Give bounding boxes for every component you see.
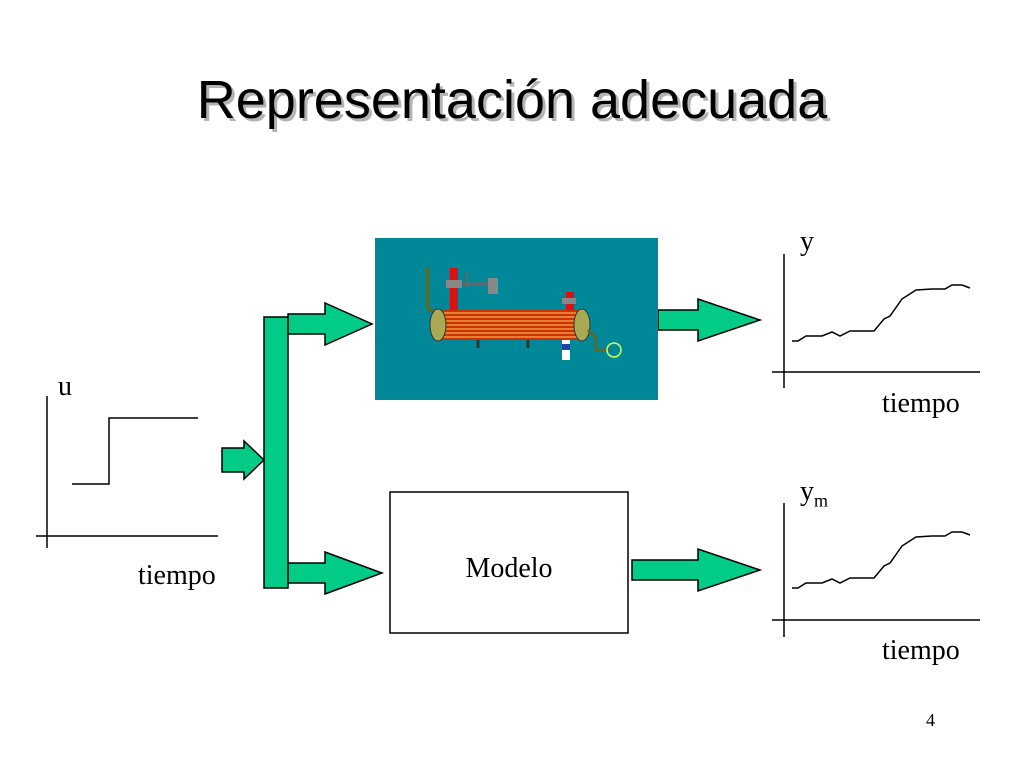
plant-output-axis-label: y <box>800 226 814 257</box>
input-arrow <box>221 439 266 481</box>
model-output-time-label: tiempo <box>882 635 960 666</box>
arrow-plant-output <box>657 297 763 343</box>
plant-output-plot <box>772 254 980 388</box>
input-step-plot <box>36 396 218 548</box>
model-block <box>389 491 629 634</box>
arrow-to-model <box>287 550 385 596</box>
model-output-axis-subscript: m <box>814 490 829 511</box>
input-time-label: tiempo <box>138 560 216 591</box>
model-output-axis-label: ym <box>800 476 828 517</box>
plant-output-time-label: tiempo <box>882 388 960 419</box>
distribution-bar <box>263 316 289 589</box>
page-number: 4 <box>926 710 935 730</box>
model-response-curve <box>792 531 971 589</box>
model-block-label: Modelo <box>465 553 553 584</box>
slide-title: Representación adecuada <box>196 70 828 130</box>
model-output-axis-symbol: y <box>800 476 814 507</box>
heat-exchanger-icon <box>425 268 622 360</box>
model-output-plot <box>772 503 980 637</box>
input-step-signal <box>72 417 198 485</box>
arrow-model-output <box>631 547 763 593</box>
arrow-to-plant <box>287 301 374 347</box>
plant-panel <box>375 238 658 400</box>
plant-response-curve <box>792 284 971 342</box>
input-axis-label: u <box>58 371 72 402</box>
